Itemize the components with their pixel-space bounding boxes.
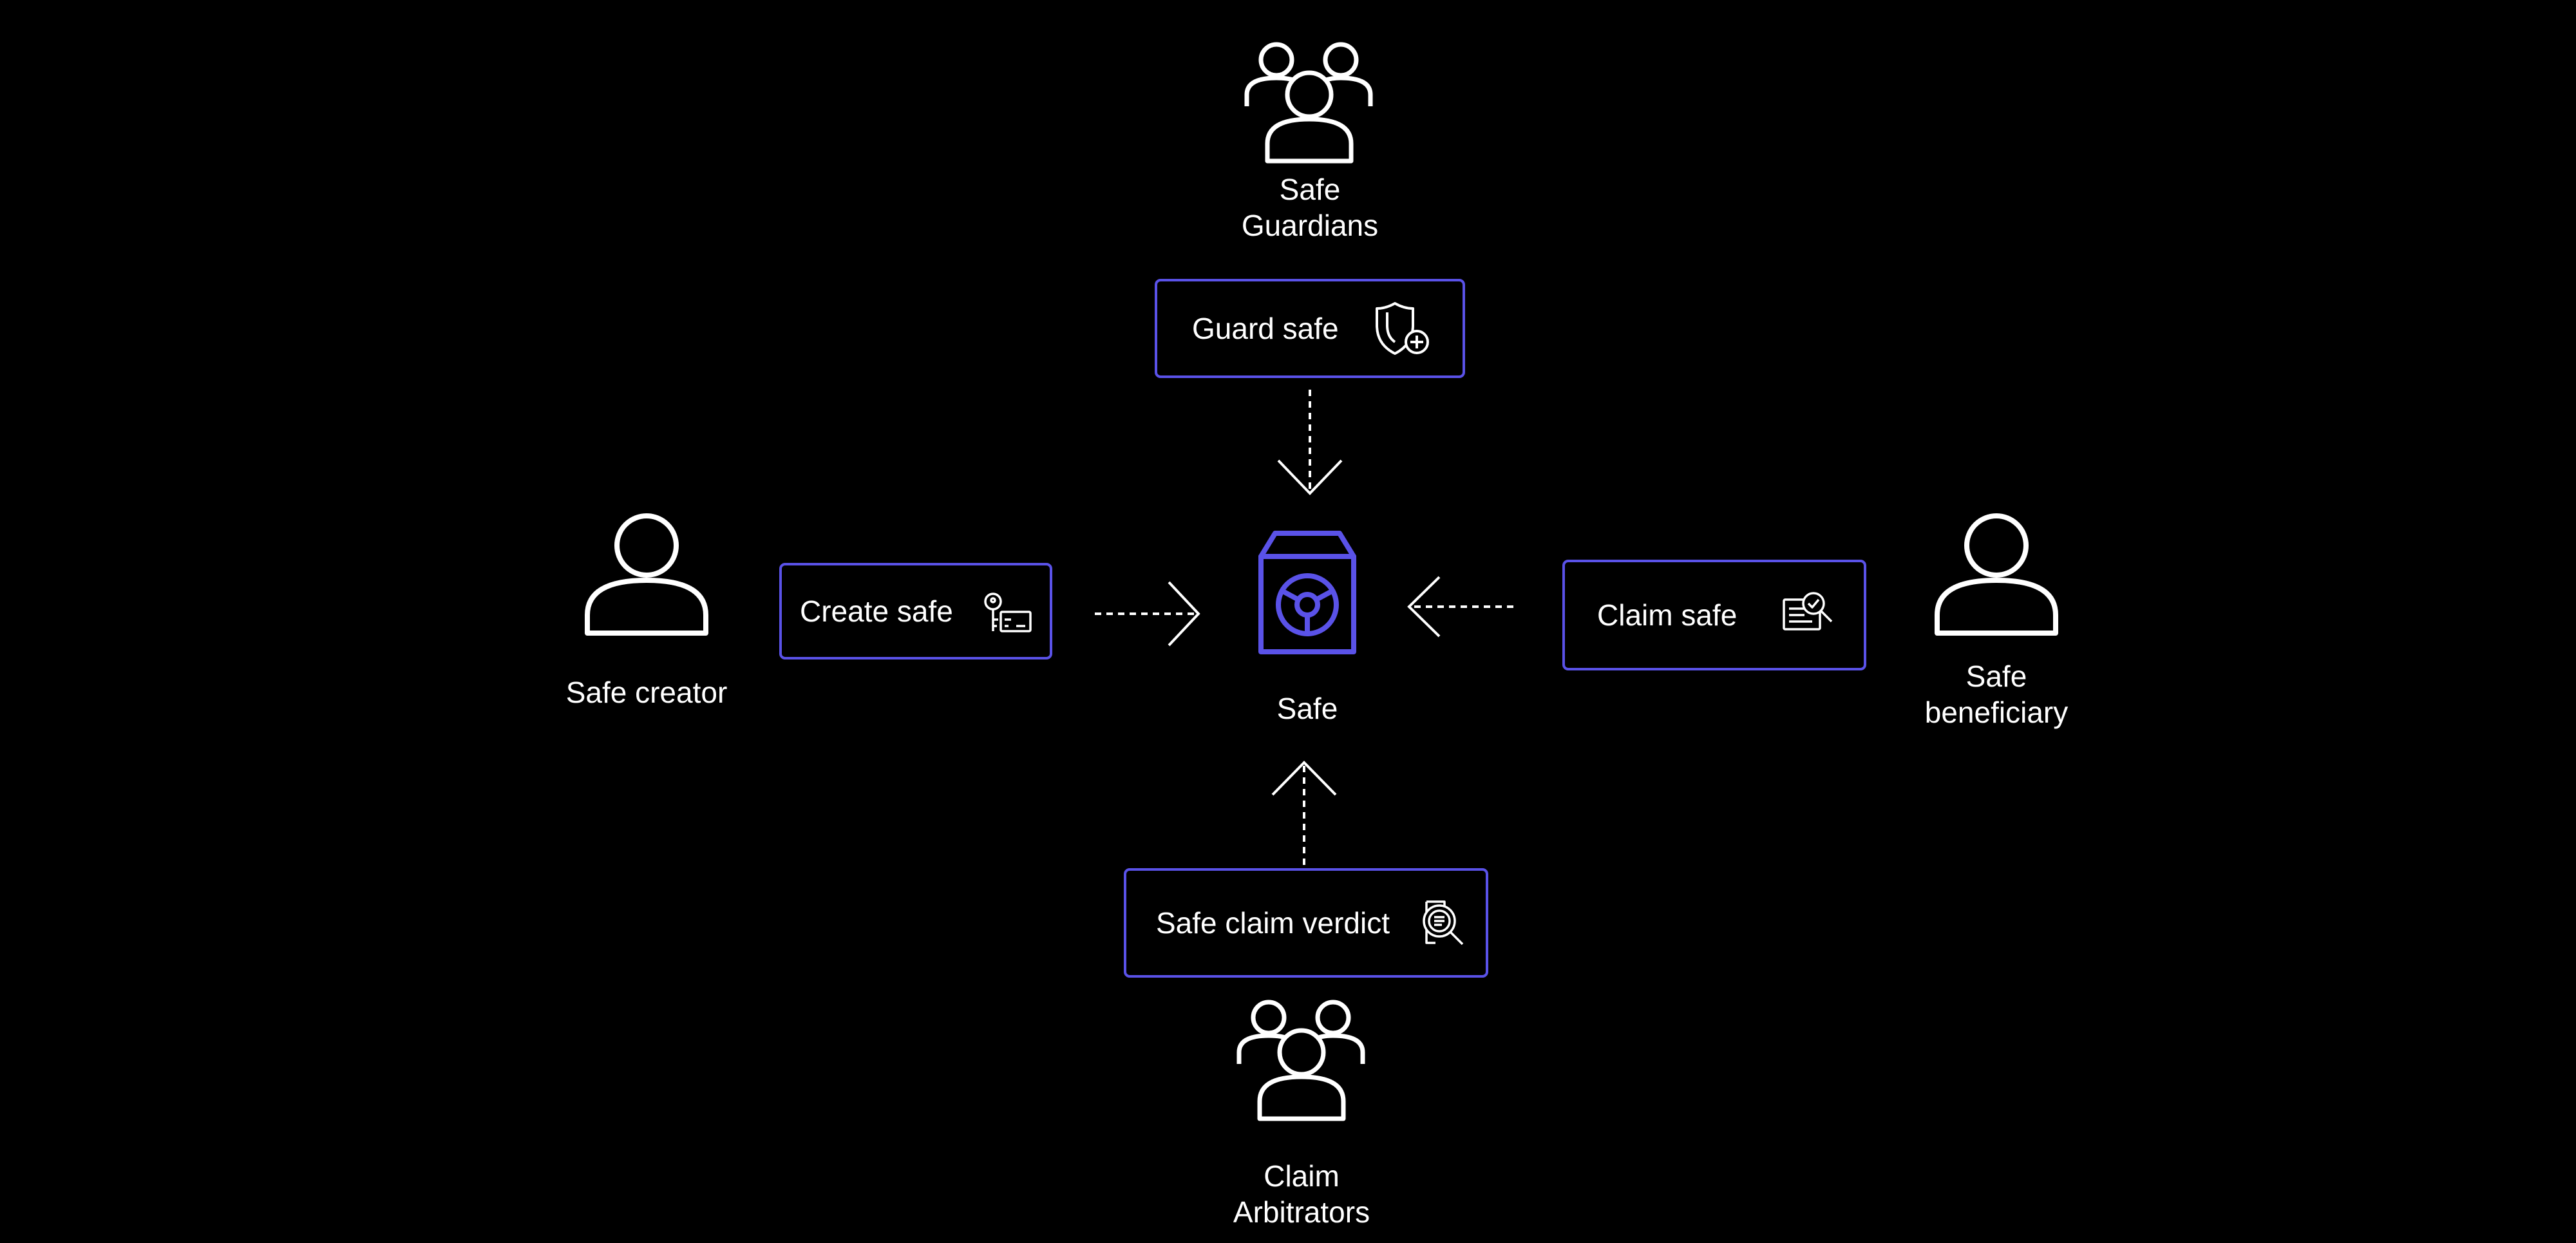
beneficiary-label: Safe beneficiary (1924, 659, 2069, 729)
create-safe-box[interactable]: Create safe (779, 563, 1052, 659)
beneficiary-person-icon (1932, 512, 2061, 638)
guardians-group-icon (1243, 35, 1378, 164)
safe-claim-verdict-label: Safe claim verdict (1156, 906, 1390, 940)
arrow-guard-to-safe (1272, 386, 1349, 499)
key-card-icon (983, 591, 1034, 636)
guardians-label: Safe Guardians (1241, 173, 1379, 242)
arbitrators-group-icon (1235, 993, 1370, 1122)
document-check-icon (1781, 591, 1835, 640)
arrow-verdict-to-safe (1266, 759, 1343, 868)
arbitrators-label: Claim Arbitrators (1233, 1159, 1370, 1229)
vault-icon (1256, 529, 1359, 655)
creator-label: Safe creator (565, 676, 728, 709)
safe-claim-verdict-box[interactable]: Safe claim verdict (1124, 868, 1488, 978)
claim-safe-box[interactable]: Claim safe (1562, 560, 1866, 670)
arrow-create-to-safe (1092, 578, 1204, 649)
claim-safe-label: Claim safe (1597, 598, 1738, 632)
document-search-icon (1414, 898, 1468, 952)
safe-label: Safe (1276, 692, 1338, 725)
arrow-claim-to-safe (1404, 573, 1517, 644)
creator-person-icon (582, 512, 711, 638)
create-safe-label: Create safe (800, 594, 953, 628)
shield-plus-icon (1373, 299, 1437, 359)
guard-safe-box[interactable]: Guard safe (1155, 279, 1465, 378)
guard-safe-label: Guard safe (1192, 312, 1339, 345)
